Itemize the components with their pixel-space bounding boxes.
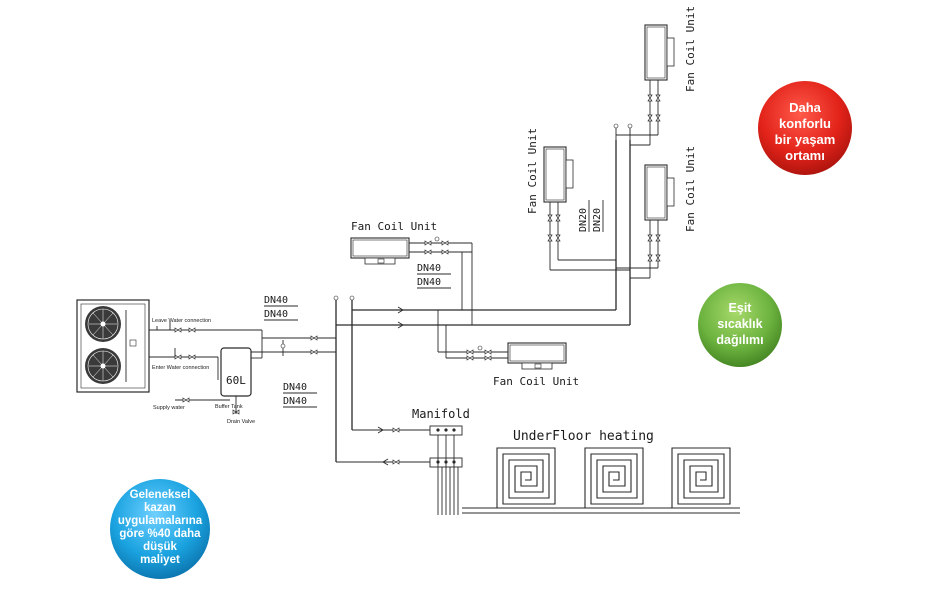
fan-icon bbox=[85, 348, 121, 384]
badge-comfort-line: ortamı bbox=[785, 148, 825, 163]
underfloor-coil bbox=[496, 447, 556, 508]
fan-coil-unit-mid: Fan Coil Unit bbox=[350, 220, 473, 325]
dn20-label: DN20 bbox=[592, 208, 603, 232]
underfloor-coil bbox=[584, 447, 644, 508]
dn20-label: DN20 bbox=[578, 208, 589, 232]
dn40-label: DN40 bbox=[264, 295, 288, 306]
badge-comfort-line: bir yaşam bbox=[775, 132, 836, 147]
badge-equal-temperature: Eşit sıcaklık dağılımı bbox=[698, 283, 782, 367]
dn40-label: DN40 bbox=[283, 396, 307, 407]
dn40-label: DN40 bbox=[417, 277, 441, 288]
badge-cost: Geleneksel kazan uygulamalarına göre %40… bbox=[110, 479, 210, 579]
badge-comfort-line: konforlu bbox=[779, 116, 831, 131]
badge-comfort: Daha konforlu bir yaşam ortamı bbox=[758, 81, 852, 175]
fan-coil-label: Fan Coil Unit bbox=[351, 220, 437, 233]
enter-water-label: Enter Water connection bbox=[152, 365, 209, 371]
heat-pump-piping: Leave Water connection Enter Water conne… bbox=[149, 318, 262, 411]
drain-valve-label: Drain Valve bbox=[227, 419, 255, 425]
underfloor-heating-label: UnderFloor heating bbox=[513, 429, 654, 444]
badge-cost-line: Geleneksel bbox=[130, 489, 191, 501]
fan-coil-unit-vertical-top: Fan Coil Unit bbox=[616, 6, 697, 146]
fan-coil-label: Fan Coil Unit bbox=[526, 128, 539, 214]
fan-coil-unit-lower: Fan Coil Unit bbox=[437, 310, 579, 388]
fan-coil-label: Fan Coil Unit bbox=[684, 146, 697, 232]
dn40-label: DN40 bbox=[283, 382, 307, 393]
badge-cost-line: maliyet bbox=[140, 554, 180, 566]
dn40-label: DN40 bbox=[417, 263, 441, 274]
buffer-tank-label: Buffer Tank bbox=[215, 404, 243, 410]
heat-pump-unit bbox=[76, 299, 150, 393]
badge-equal-temperature-line: dağılımı bbox=[716, 333, 763, 347]
supply-water-label: Supply water bbox=[153, 405, 185, 411]
badge-cost-line: göre %40 daha bbox=[119, 528, 201, 540]
fan-icon bbox=[85, 306, 121, 342]
fan-coil-unit-vertical-right: Fan Coil Unit bbox=[616, 146, 697, 279]
fan-coil-unit-vertical-left: Fan Coil Unit bbox=[526, 128, 630, 271]
underfloor-coil bbox=[671, 447, 731, 508]
fan-coil-label: Fan Coil Unit bbox=[684, 6, 697, 92]
badge-cost-line: kazan bbox=[144, 502, 176, 514]
tank-volume-label: 60L bbox=[226, 374, 246, 387]
manifold: Manifold bbox=[336, 407, 740, 515]
manifold-label: Manifold bbox=[412, 407, 470, 421]
badge-cost-line: uygulamalarına bbox=[118, 515, 203, 527]
leave-water-label: Leave Water connection bbox=[152, 318, 211, 324]
main-header-piping bbox=[262, 123, 633, 462]
fan-coil-label: Fan Coil Unit bbox=[493, 375, 579, 388]
badge-cost-line: düşük bbox=[143, 541, 177, 553]
badge-equal-temperature-line: Eşit bbox=[729, 301, 753, 315]
dn40-label: DN40 bbox=[264, 309, 288, 320]
buffer-tank: 60L Buffer Tank Drain Valve bbox=[215, 330, 336, 425]
badge-equal-temperature-line: sıcaklık bbox=[717, 317, 762, 331]
badge-comfort-line: Daha bbox=[789, 100, 822, 115]
